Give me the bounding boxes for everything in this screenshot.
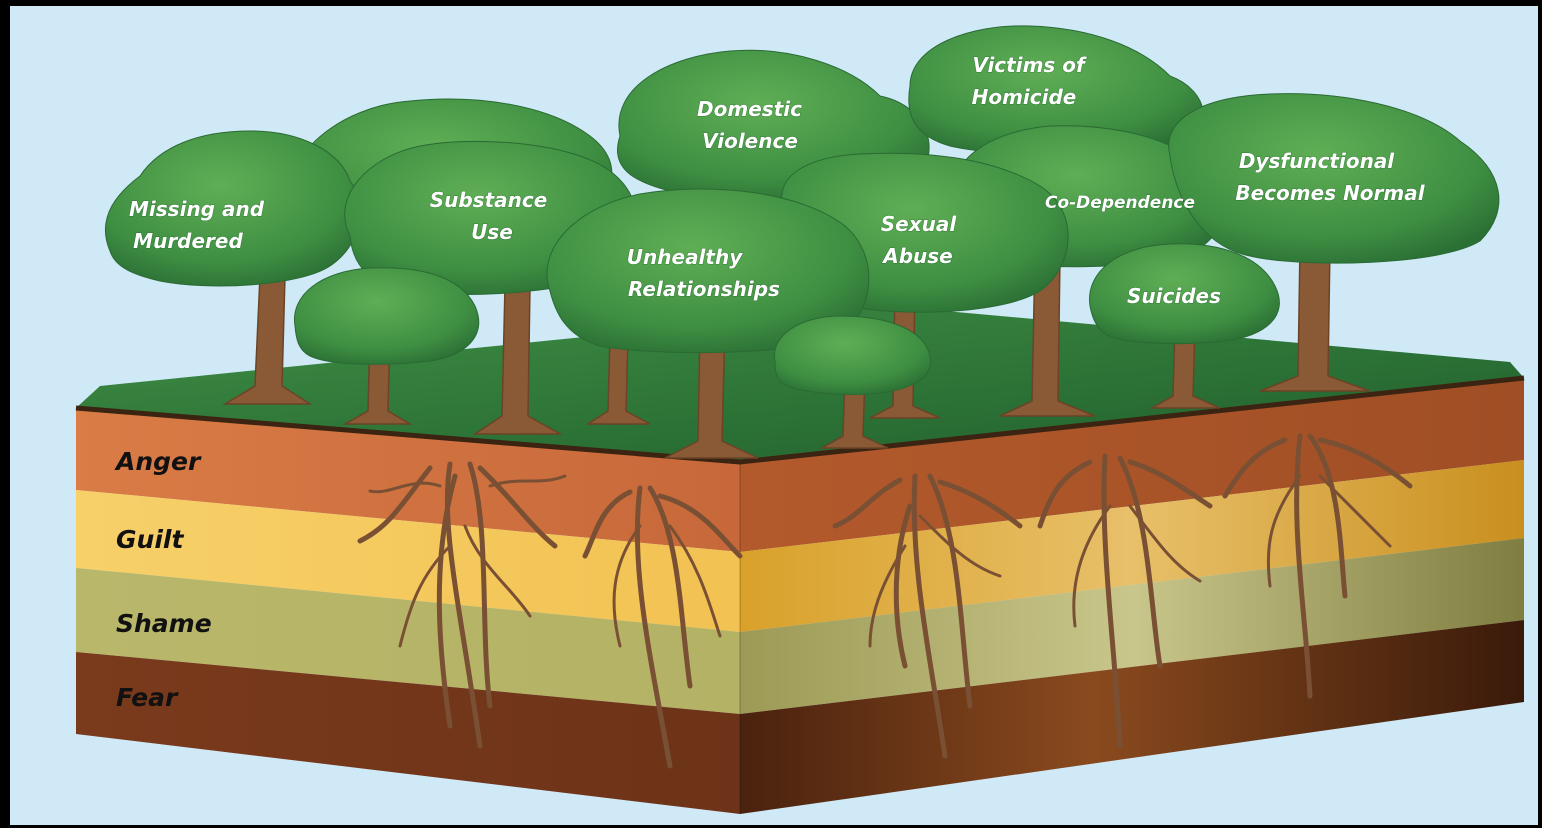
canopy-small-mid xyxy=(773,315,932,395)
layer-guilt-left xyxy=(76,490,740,632)
canopies xyxy=(104,25,1500,395)
tree-label-homicide: Victims of Homicide xyxy=(972,53,1092,109)
tree-label-missing: Missing and Murdered xyxy=(129,197,271,253)
tree-label-missing-line1: Missing and xyxy=(129,197,265,221)
tree-label-domestic-line2: Violence xyxy=(702,129,798,153)
tree-label-suicides: Suicides xyxy=(1127,284,1221,308)
layer-label-anger: Anger xyxy=(114,447,202,476)
tree-roots-diagram: Missing and Murdered Substance Use Domes… xyxy=(75,25,1525,814)
layer-anger-left xyxy=(76,408,740,552)
layer-label-guilt: Guilt xyxy=(116,525,184,554)
canopy-unhealthy xyxy=(546,188,870,354)
layer-guilt-right xyxy=(740,460,1524,632)
tree-label-domestic: Domestic Violence xyxy=(697,97,809,153)
tree-label-domestic-line1: Domestic xyxy=(697,97,802,121)
tree-label-unhealthy-line2: Relationships xyxy=(628,277,780,301)
tree-label-unhealthy: Unhealthy Relationships xyxy=(627,245,780,301)
layer-shame-right xyxy=(740,538,1524,714)
tree-label-homicide-line1: Victims of xyxy=(972,53,1087,77)
roots xyxy=(357,433,1413,769)
tree-label-sexual-line2: Abuse xyxy=(881,244,953,268)
tree-label-substance-line1: Substance xyxy=(430,188,548,212)
tree-label-substance: Substance Use xyxy=(430,188,555,244)
tree-label-homicide-line2: Homicide xyxy=(972,85,1077,109)
layer-fear-right xyxy=(740,620,1524,814)
layer-fear-left xyxy=(76,652,740,814)
layer-label-shame: Shame xyxy=(116,609,212,638)
tree-label-sexual-line1: Sexual xyxy=(881,212,958,236)
canopy-small-left xyxy=(293,267,480,365)
tree-label-substance-line2: Use xyxy=(471,220,513,244)
layer-label-fear: Fear xyxy=(116,683,179,712)
tree-label-dysfunctional-line1: Dysfunctional xyxy=(1239,149,1395,173)
canopy-missing xyxy=(104,130,361,287)
tree-label-dysfunctional-line2: Becomes Normal xyxy=(1235,181,1425,205)
canopy-suicides xyxy=(1089,243,1280,345)
layer-shame-left xyxy=(76,568,740,714)
tree-label-codependence: Co-Dependence xyxy=(1045,193,1195,213)
layer-labels: Anger Guilt Shame Fear xyxy=(114,447,212,712)
tree-label-suicides-line1: Suicides xyxy=(1127,284,1221,308)
tree-labels: Missing and Murdered Substance Use Domes… xyxy=(129,53,1427,309)
tree-label-missing-line2: Murdered xyxy=(133,229,243,253)
tree-label-sexual: Sexual Abuse xyxy=(881,212,963,268)
canopy-dysfunctional xyxy=(1168,93,1500,264)
tree-label-unhealthy-line1: Unhealthy xyxy=(627,245,743,269)
tree-label-dysfunctional: Dysfunctional Becomes Normal xyxy=(1235,149,1425,205)
tree-label-codependence-line1: Co-Dependence xyxy=(1045,193,1195,213)
